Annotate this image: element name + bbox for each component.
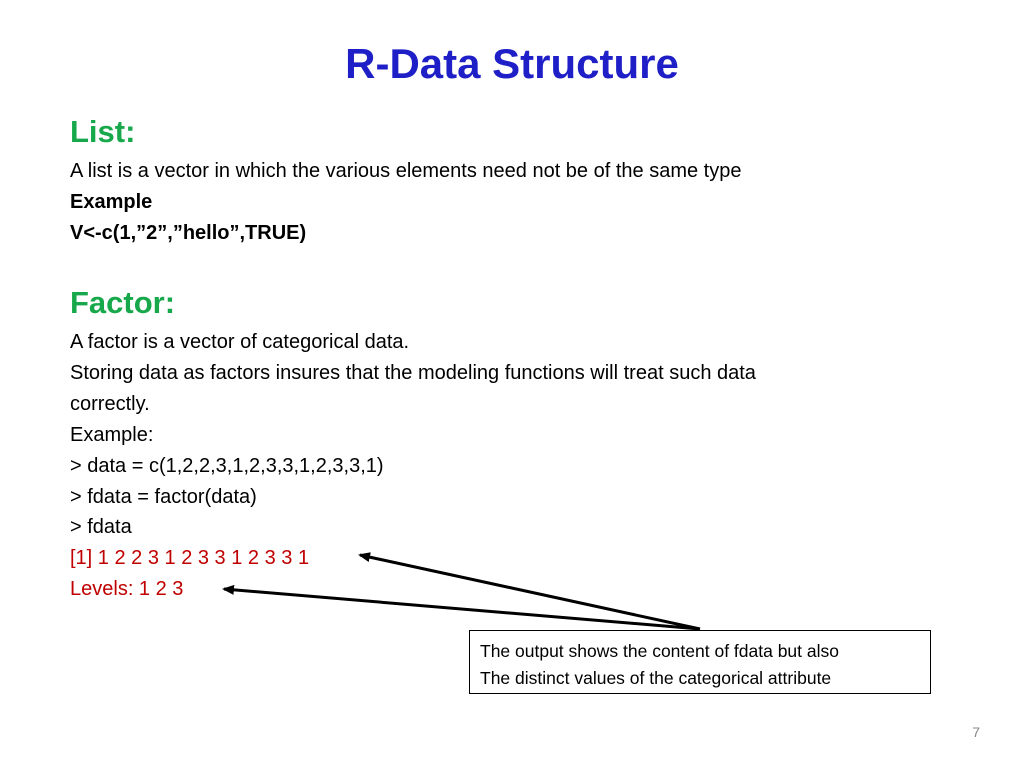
factor-description-3: correctly. xyxy=(70,393,150,415)
factor-description-2: Storing data as factors insures that the… xyxy=(70,362,756,384)
list-example-label: Example xyxy=(70,191,153,213)
list-heading: List: xyxy=(70,114,136,149)
factor-output-2: Levels: 1 2 3 xyxy=(70,578,184,600)
list-description: A list is a vector in which the various … xyxy=(70,160,742,182)
list-example-code: V<-c(1,”2”,”hello”,TRUE) xyxy=(70,222,307,244)
factor-code-1: > data = c(1,2,2,3,1,2,3,3,1,2,3,3,1) xyxy=(70,455,384,477)
arrow-to-levels xyxy=(222,584,701,631)
arrow-to-output xyxy=(358,552,701,631)
callout-line-2: The distinct values of the categorical a… xyxy=(480,668,832,688)
factor-description-1: A factor is a vector of categorical data… xyxy=(70,331,410,353)
page-number: 7 xyxy=(972,724,980,740)
factor-example-label: Example: xyxy=(70,424,154,446)
slide-title: R-Data Structure xyxy=(345,40,679,87)
factor-heading: Factor: xyxy=(70,285,176,320)
factor-code-2: > fdata = factor(data) xyxy=(70,486,257,508)
factor-output-1: [1] 1 2 2 3 1 2 3 3 1 2 3 3 1 xyxy=(70,547,310,569)
factor-code-3: > fdata xyxy=(70,516,132,538)
callout-box: The output shows the content of fdata bu… xyxy=(469,630,931,694)
callout-line-1: The output shows the content of fdata bu… xyxy=(480,641,839,661)
